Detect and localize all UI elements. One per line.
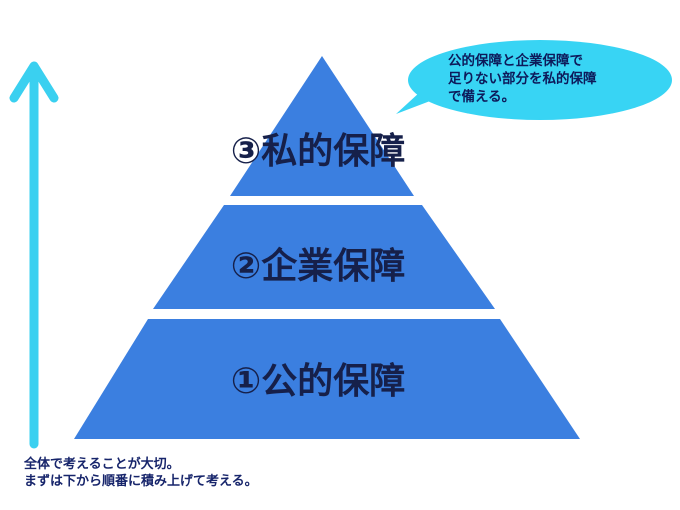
footer-note-line-1: 全体で考えることが大切。: [24, 457, 180, 472]
tier-label-corporate: ②企業保障: [231, 245, 405, 287]
arrow-head: [9, 61, 59, 103]
up-arrow-icon: [9, 61, 59, 449]
tier-label-public: ①公的保障: [231, 361, 405, 402]
footer-note: 全体で考えることが大切。 まずは下から順番に積み上げて考える。: [24, 456, 664, 490]
pyramid-tier-public: [74, 319, 580, 439]
pyramid-tier-private: [230, 56, 414, 196]
bubble-line-1: 公的保障と企業保障で: [448, 52, 583, 69]
speech-bubble: 公的保障と企業保障で 足りない部分を私的保障 で備える。: [396, 40, 672, 120]
pyramid-tier-corporate: [153, 205, 495, 309]
tier-label-private: ③私的保障: [231, 131, 405, 172]
footer-note-line-2: まずは下から順番に積み上げて考える。: [24, 474, 258, 489]
bubble-line-3: で備える。: [448, 88, 515, 105]
bubble-line-2: 足りない部分を私的保障: [448, 70, 597, 87]
speech-bubble-body: [408, 40, 672, 120]
